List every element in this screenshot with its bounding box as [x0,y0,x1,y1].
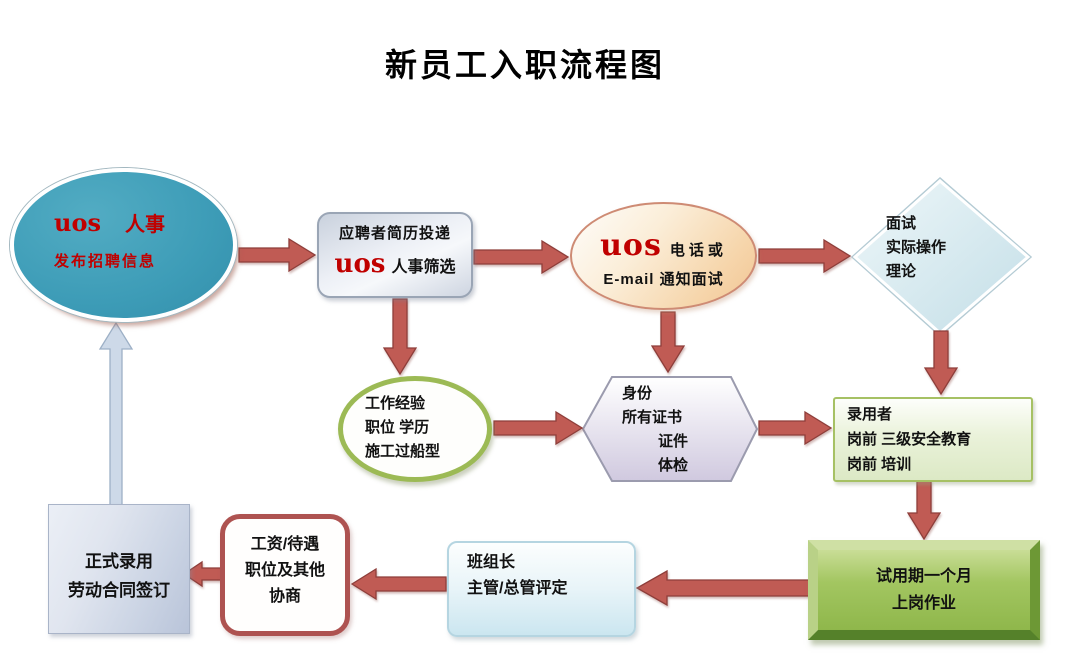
resume-screening: 人事筛选 [391,259,456,276]
notify-line1: uos 电话或 [572,228,755,263]
hired-line3: 岗前 培训 [847,456,912,473]
recruit-dept: 人事 [124,214,165,236]
credentials-hexagon [581,376,759,482]
credentials-line1: 身份 [622,385,653,402]
probation-line1: 试用期一个月 [875,568,972,585]
recruit-subtitle: 发布招聘信息 [54,253,157,270]
arrow-notify-to-interview [758,238,852,274]
experience-line1: 工作经验 [365,395,426,412]
arrow-experience-to-credentials [493,410,584,446]
arrow-evaluation-to-negotiation [350,567,447,601]
node-negotiation-box: 工资/待遇 职位及其他 协商 [220,514,350,636]
notify-phone: 电话或 [669,242,727,259]
uos-brand-text: uos [600,228,662,263]
node-recruit-ellipse: uos 人事 发布招聘信息 [10,168,237,322]
node-credentials-hexagon-label: 身份 所有证书 证件 体检 [622,382,762,478]
recruit-title: uos 人事 [54,208,233,237]
arrow-resume-to-notify [473,239,570,275]
arrow-negotiation-to-contract [182,560,225,588]
interview-line2: 实际操作 [886,239,947,256]
arrow-hired-to-probation [906,480,942,541]
evaluation-line1: 班组长 [467,554,516,571]
node-hired-box: 录用者 岗前 三级安全教育 岗前 培训 [833,397,1033,482]
node-experience-ellipse: 工作经验 职位 学历 施工过船型 [338,376,492,482]
probation-line2: 上岗作业 [891,595,956,612]
contract-line2: 劳动合同签订 [68,581,170,600]
arrow-resume-to-experience [382,298,418,376]
experience-line2: 职位 学历 [365,419,430,436]
evaluation-line2: 主管/总管评定 [467,580,568,597]
hired-line1: 录用者 [847,406,893,423]
negotiation-line2: 职位及其他 [244,562,325,579]
credentials-line4: 体检 [658,457,689,474]
arrow-recruit-to-resume [238,237,317,273]
interview-line1: 面试 [886,215,917,232]
hired-line2: 岗前 三级安全教育 [847,431,972,448]
probation-face: 试用期一个月 上岗作业 [818,550,1030,630]
uos-brand-text: uos [334,249,386,279]
arrow-notify-to-credentials [650,311,686,374]
resume-line2: uos 人事筛选 [319,249,471,279]
arrow-interview-to-hired [923,330,959,396]
arrow-contract-to-recruit [98,321,134,506]
experience-line3: 施工过船型 [365,443,441,460]
node-resume-box: 应聘者简历投递 uos 人事筛选 [317,212,473,298]
node-interview-diamond-label: 面试 实际操作 理论 [886,212,1016,284]
interview-line3: 理论 [886,263,917,280]
credentials-line2: 所有证书 [622,409,683,426]
node-evaluation-box: 班组长 主管/总管评定 [447,541,636,637]
negotiation-line3: 协商 [268,588,301,605]
node-contract-box: 正式录用 劳动合同签订 [48,504,190,634]
negotiation-line1: 工资/待遇 [250,536,320,553]
node-probation-3d-box: 试用期一个月 上岗作业 [808,540,1040,640]
uos-brand-text: uos [54,208,101,237]
resume-line1: 应聘者简历投递 [338,225,451,242]
node-notify-ellipse: uos 电话或 E-mail 通知面试 [570,202,757,310]
arrow-probation-to-evaluation [635,569,817,607]
page-title: 新员工入职流程图 [384,46,665,84]
credentials-line3: 证件 [658,433,689,450]
arrow-credentials-to-hired [758,410,833,446]
contract-line1: 正式录用 [85,552,153,571]
notify-line2: E-mail 通知面试 [603,271,724,288]
